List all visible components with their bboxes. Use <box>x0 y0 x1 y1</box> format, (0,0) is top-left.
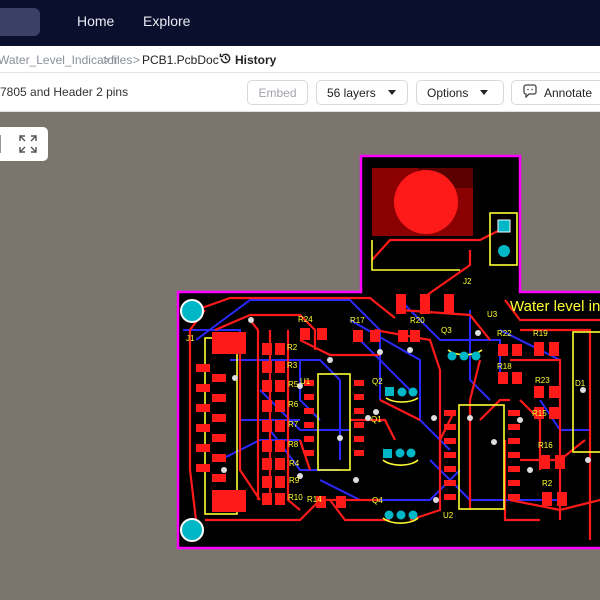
toolbar: 7805 and Header 2 pins Embed 56 layers O… <box>0 73 600 112</box>
top-copper-traces <box>188 229 600 540</box>
label-q2: Q2 <box>372 377 383 386</box>
label-r10: R10 <box>288 493 303 502</box>
breadcrumb-separator: > <box>103 53 111 67</box>
label-r4: R4 <box>289 459 300 468</box>
breadcrumb-separator: > <box>133 53 141 67</box>
label-r2-right: R2 <box>542 479 553 488</box>
project-description: 7805 and Header 2 pins <box>0 85 129 99</box>
label-r8: R8 <box>288 440 299 449</box>
label-r2: R2 <box>287 343 298 352</box>
j1-header-pads <box>196 332 246 512</box>
label-d1: D1 <box>575 379 586 388</box>
label-j2: J2 <box>463 277 472 286</box>
workspace-switcher[interactable] <box>0 8 40 36</box>
nav-explore[interactable]: Explore <box>143 13 191 29</box>
label-r16: R16 <box>538 441 553 450</box>
breadcrumb-folder[interactable]: files <box>111 53 133 67</box>
j2-square-pad <box>497 219 511 233</box>
options-label: Options <box>427 85 469 100</box>
history-link[interactable]: History <box>235 53 277 67</box>
label-r18: R18 <box>497 362 512 371</box>
label-r20: R20 <box>410 316 425 325</box>
label-q1: Q1 <box>371 415 382 424</box>
label-q4: Q4 <box>372 496 383 505</box>
transistor-pads <box>383 351 481 520</box>
mounting-hole-bottom <box>180 518 204 542</box>
annotate-label: Annotate <box>544 85 593 100</box>
board-title-text: Water level in <box>510 298 600 315</box>
label-r3: R3 <box>287 361 298 370</box>
label-r7: R7 <box>288 420 299 429</box>
chevron-down-icon <box>480 90 489 95</box>
label-q3: Q3 <box>441 326 452 335</box>
label-r9: R9 <box>289 476 300 485</box>
layers-dropdown[interactable]: 56 layers <box>316 80 408 105</box>
label-r23: R23 <box>535 376 550 385</box>
view-controls <box>0 127 48 161</box>
label-u3: U3 <box>487 310 498 319</box>
layers-label: 56 layers <box>327 85 376 100</box>
options-dropdown[interactable]: Options <box>416 80 504 105</box>
breadcrumb-project[interactable]: Water_Level_Indicator <box>0 53 118 67</box>
label-r5: R5 <box>288 380 299 389</box>
top-navigation: Home Explore <box>0 0 600 46</box>
ic-pads <box>304 380 520 500</box>
chevron-down-icon <box>387 90 396 95</box>
embed-label: Embed <box>258 85 297 100</box>
label-r19: R19 <box>533 329 548 338</box>
j2-round-pad <box>498 245 510 257</box>
history-icon[interactable] <box>219 52 232 68</box>
label-r24: R24 <box>298 315 313 324</box>
nav-home[interactable]: Home <box>77 13 115 29</box>
label-r6: R6 <box>288 400 299 409</box>
zoom-control[interactable] <box>0 135 1 153</box>
label-r14: R14 <box>307 495 322 504</box>
mounting-hole-top <box>180 299 204 323</box>
fullscreen-icon[interactable] <box>18 134 38 159</box>
label-r15: R15 <box>532 409 547 418</box>
j2-barrel-pad <box>394 170 458 234</box>
breadcrumb: Water_Level_Indicator > files > PCB1.Pcb… <box>0 46 600 73</box>
embed-button[interactable]: Embed <box>247 80 308 105</box>
designator-labels: J1 J2 U1 U2 U3 Q1 Q2 Q3 Q4 D1 R2 R3 R5 R… <box>186 277 586 520</box>
resistor-pads <box>262 294 567 508</box>
label-r17: R17 <box>350 316 365 325</box>
annotate-button[interactable]: Annotate <box>511 80 600 105</box>
breadcrumb-file: PCB1.PcbDoc <box>142 53 219 67</box>
label-u1: U1 <box>300 377 311 386</box>
vias <box>221 317 591 503</box>
label-u2: U2 <box>443 511 454 520</box>
label-r22: R22 <box>497 329 512 338</box>
label-j1: J1 <box>186 334 195 343</box>
comment-icon <box>522 84 538 101</box>
